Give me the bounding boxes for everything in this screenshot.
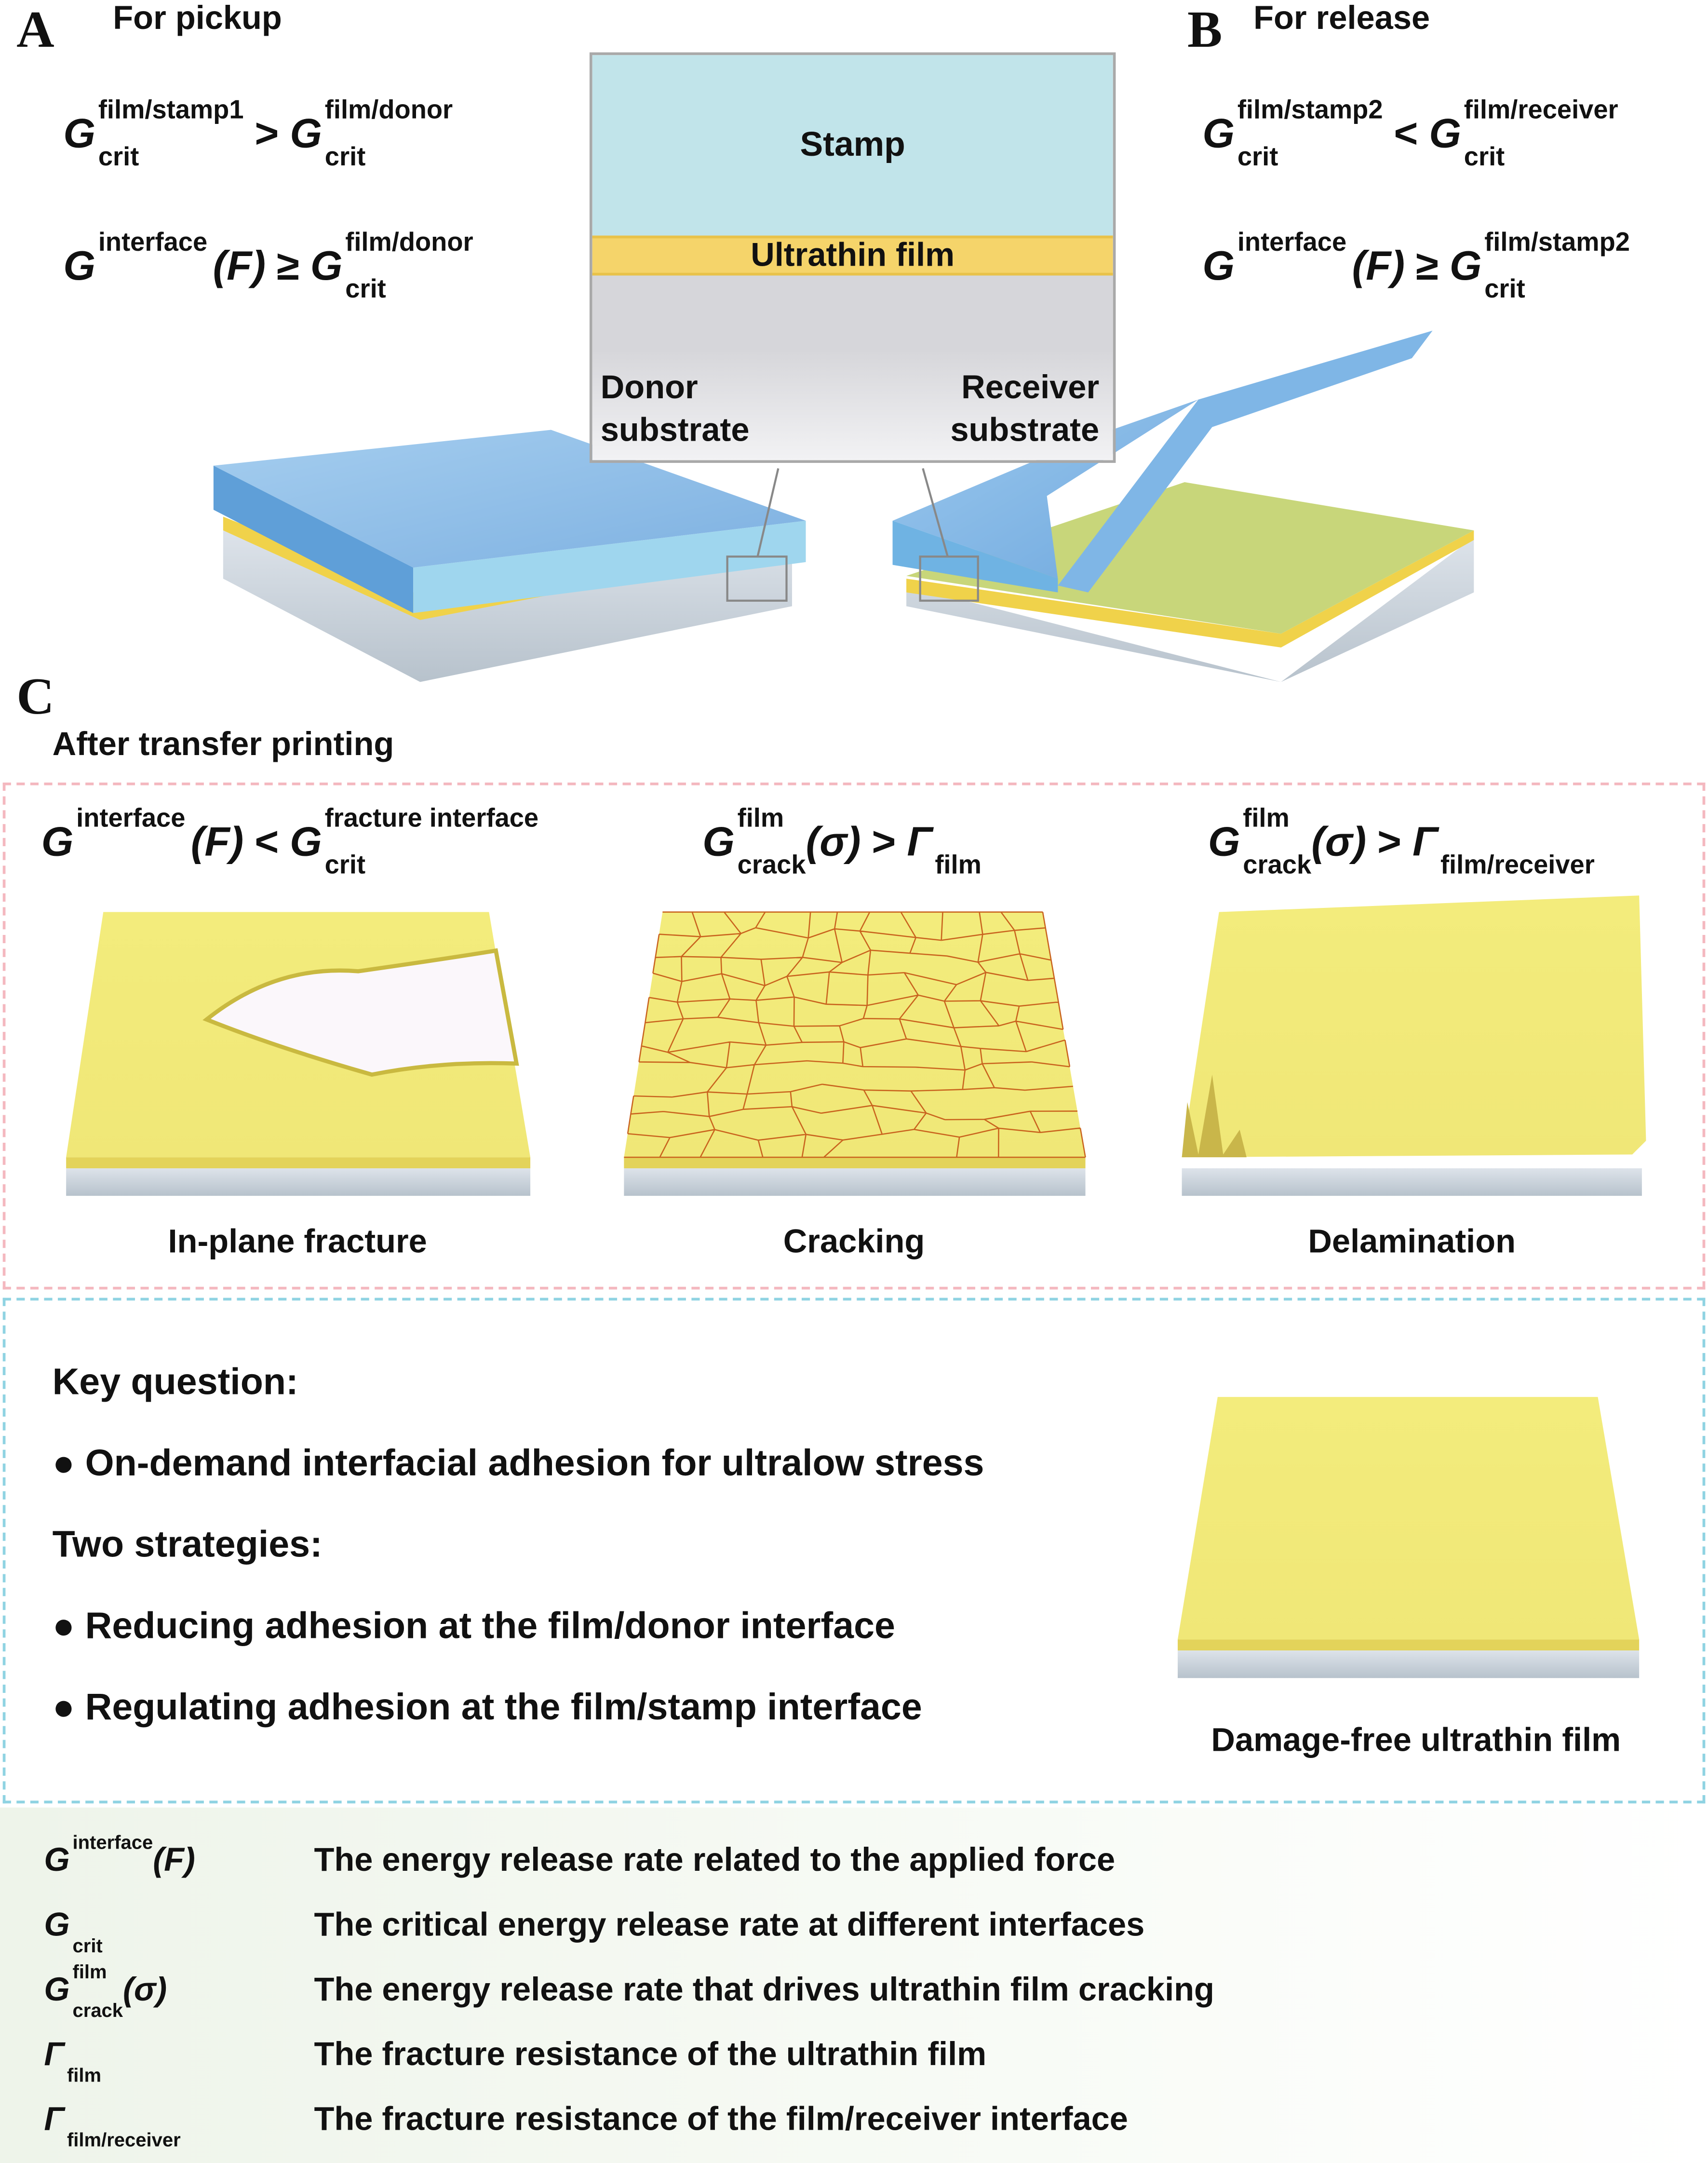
sup: film/stamp1 [98, 96, 244, 126]
plate-delamination [1182, 895, 1646, 1196]
panel-c-title: After transfer printing [52, 726, 394, 763]
donor-substrate-label: Donor substrate [600, 369, 750, 449]
sup: interface [1237, 229, 1347, 258]
argument: (σ) [1311, 820, 1367, 865]
sup: film [1243, 804, 1290, 834]
mode-1-label: In-plane fracture [168, 1223, 427, 1261]
sub: crit [324, 851, 366, 880]
panel-a-title: For pickup [113, 0, 282, 38]
stamp-layer: Stamp [592, 55, 1113, 236]
sup: film/stamp2 [1484, 229, 1630, 258]
panel-a-letter: A [16, 1, 54, 59]
layer-schematic: Stamp Ultrathin film Donor substrate Rec… [589, 52, 1116, 463]
mode-3-label: Delamination [1308, 1223, 1516, 1261]
sup: film/stamp2 [1237, 96, 1383, 126]
sub: film [935, 851, 982, 880]
operator: < [255, 820, 279, 865]
plate-damage-free [1177, 1397, 1640, 1678]
plate-in-plane-fracture [66, 912, 531, 1196]
argument: (F) [213, 243, 266, 290]
sub: crit [98, 143, 139, 173]
legend-description: The fracture resistance of the film/rece… [314, 2101, 1128, 2138]
crack-network [624, 911, 1086, 1158]
sub: crit [324, 143, 366, 173]
sup: fracture interface [324, 804, 539, 834]
sup: film/donor [324, 96, 453, 126]
sub: crit [1484, 275, 1525, 305]
legend-description: The fracture resistance of the ultrathin… [314, 2036, 987, 2074]
legend-description: The critical energy release rate at diff… [314, 1906, 1145, 1944]
argument: (F) [190, 820, 244, 865]
operator: < [1394, 111, 1418, 157]
sup: film/donor [345, 229, 473, 258]
bullet-text: On-demand interfacial adhesion for ultra… [85, 1442, 984, 1484]
bullet-ondemand: ● On-demand interfacial adhesion for ult… [52, 1442, 984, 1484]
key-question-heading: Key question: [52, 1361, 298, 1403]
argument: (F) [1352, 243, 1405, 290]
sub: crit [1464, 143, 1505, 173]
sub: crack [1243, 851, 1312, 880]
sub: crit [1237, 143, 1278, 173]
plate-cracking [624, 911, 1086, 1196]
sup: interface [98, 229, 208, 258]
operator: ≥ [276, 243, 299, 290]
donor-stack-3d [213, 430, 806, 682]
receiver-stack-3d [892, 330, 1474, 682]
sub: crack [737, 851, 806, 880]
bullet-text: Regulating adhesion at the film/stamp in… [85, 1686, 922, 1728]
operator: > [255, 111, 279, 157]
failure-modes-box [2, 782, 1706, 1290]
panel-b-letter: B [1187, 1, 1223, 59]
bullet-text: Reducing adhesion at the film/donor inte… [85, 1605, 895, 1647]
operator: > [1377, 820, 1402, 865]
strategy-box [2, 1298, 1706, 1804]
operator: ≥ [1415, 243, 1439, 290]
panel-b-title: For release [1253, 0, 1430, 38]
sub: crit [345, 275, 386, 305]
legend-description: The energy release rate that drives ultr… [314, 1971, 1214, 2009]
sup: interface [76, 804, 186, 834]
bullet-reducing: ● Reducing adhesion at the film/donor in… [52, 1605, 895, 1647]
receiver-substrate-label: Receiver substrate [950, 369, 1100, 449]
damage-free-label: Damage-free ultrathin film [1211, 1722, 1621, 1759]
panel-c-letter: C [16, 668, 54, 726]
substrate-layer: Donor substrate Receiver substrate [592, 275, 1113, 460]
sup: film/receiver [1464, 96, 1618, 126]
sup: film [737, 804, 784, 834]
legend-description: The energy release rate related to the a… [314, 1842, 1116, 1879]
bullet-regulating: ● Regulating adhesion at the film/stamp … [52, 1686, 922, 1728]
two-strategies-heading: Two strategies: [52, 1524, 323, 1565]
operator: > [872, 820, 896, 865]
sub: film/receiver [1440, 851, 1595, 880]
argument: (σ) [806, 820, 861, 865]
film-layer: Ultrathin film [592, 235, 1113, 276]
mode-2-label: Cracking [783, 1223, 925, 1261]
